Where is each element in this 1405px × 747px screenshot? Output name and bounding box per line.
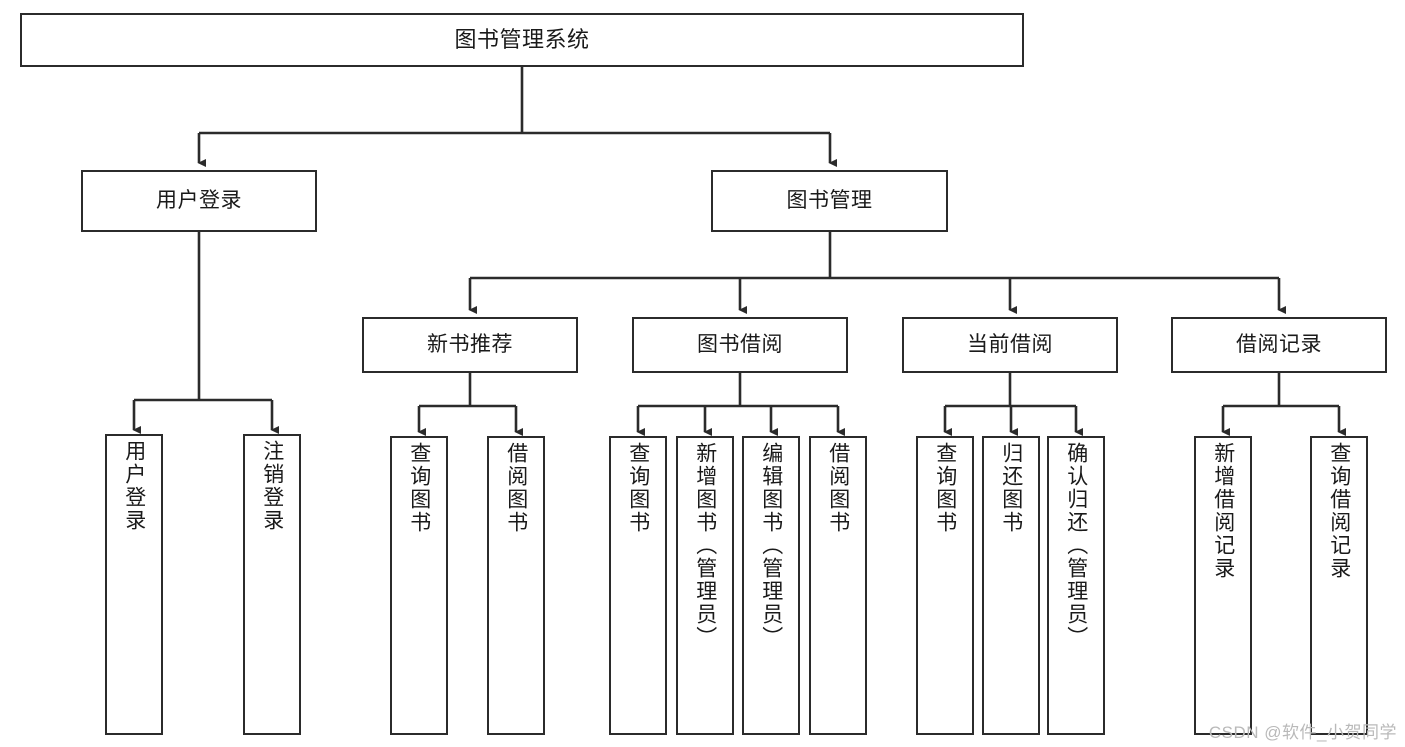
leaf-book-borrow-borrow[interactable]: 借阅图书: [809, 436, 867, 735]
node-label: 查询借阅记录: [1327, 442, 1351, 580]
node-label: 编辑图书（管理员）: [759, 442, 783, 649]
node-label: 用户登录: [156, 188, 242, 212]
node-current-borrow[interactable]: 当前借阅: [902, 317, 1118, 373]
leaf-current-borrow-query[interactable]: 查询图书: [916, 436, 974, 735]
csdn-watermark: CSDN @软件_小贺同学: [1208, 723, 1397, 742]
node-book-management[interactable]: 图书管理: [711, 170, 948, 232]
node-book-management-system[interactable]: 图书管理系统: [20, 13, 1024, 67]
node-book-borrow[interactable]: 图书借阅: [632, 317, 848, 373]
leaf-borrow-record-query[interactable]: 查询借阅记录: [1310, 436, 1368, 735]
node-label: 图书管理系统: [454, 27, 590, 53]
node-label: 新书推荐: [427, 332, 513, 356]
node-label: 查询图书: [407, 442, 431, 534]
node-label: 新增图书（管理员）: [693, 442, 717, 649]
node-label: 查询图书: [933, 442, 957, 534]
node-label: 当前借阅: [967, 332, 1053, 356]
node-borrow-record[interactable]: 借阅记录: [1171, 317, 1387, 373]
node-label: 归还图书: [999, 442, 1023, 534]
leaf-user-login-logout[interactable]: 注销登录: [243, 434, 301, 735]
leaf-book-borrow-edit[interactable]: 编辑图书（管理员）: [742, 436, 800, 735]
node-label: 确认归还（管理员）: [1064, 442, 1088, 649]
node-label: 用户登录: [122, 440, 146, 532]
node-label: 注销登录: [260, 440, 284, 532]
leaf-new-book-borrow[interactable]: 借阅图书: [487, 436, 545, 735]
node-user-login[interactable]: 用户登录: [81, 170, 317, 232]
node-label: 图书借阅: [697, 332, 783, 356]
node-label: 借阅图书: [504, 442, 528, 534]
leaf-book-borrow-add[interactable]: 新增图书（管理员）: [676, 436, 734, 735]
node-new-book-recommend[interactable]: 新书推荐: [362, 317, 578, 373]
node-label: 查询图书: [626, 442, 650, 534]
leaf-current-borrow-return[interactable]: 归还图书: [982, 436, 1040, 735]
leaf-borrow-record-add[interactable]: 新增借阅记录: [1194, 436, 1252, 735]
leaf-user-login-login[interactable]: 用户登录: [105, 434, 163, 735]
leaf-book-borrow-query[interactable]: 查询图书: [609, 436, 667, 735]
node-label: 新增借阅记录: [1211, 442, 1235, 580]
node-label: 图书管理: [786, 188, 873, 212]
leaf-current-borrow-confirm-return[interactable]: 确认归还（管理员）: [1047, 436, 1105, 735]
leaf-new-book-query[interactable]: 查询图书: [390, 436, 448, 735]
node-label: 借阅图书: [826, 442, 850, 534]
node-label: 借阅记录: [1236, 332, 1322, 356]
